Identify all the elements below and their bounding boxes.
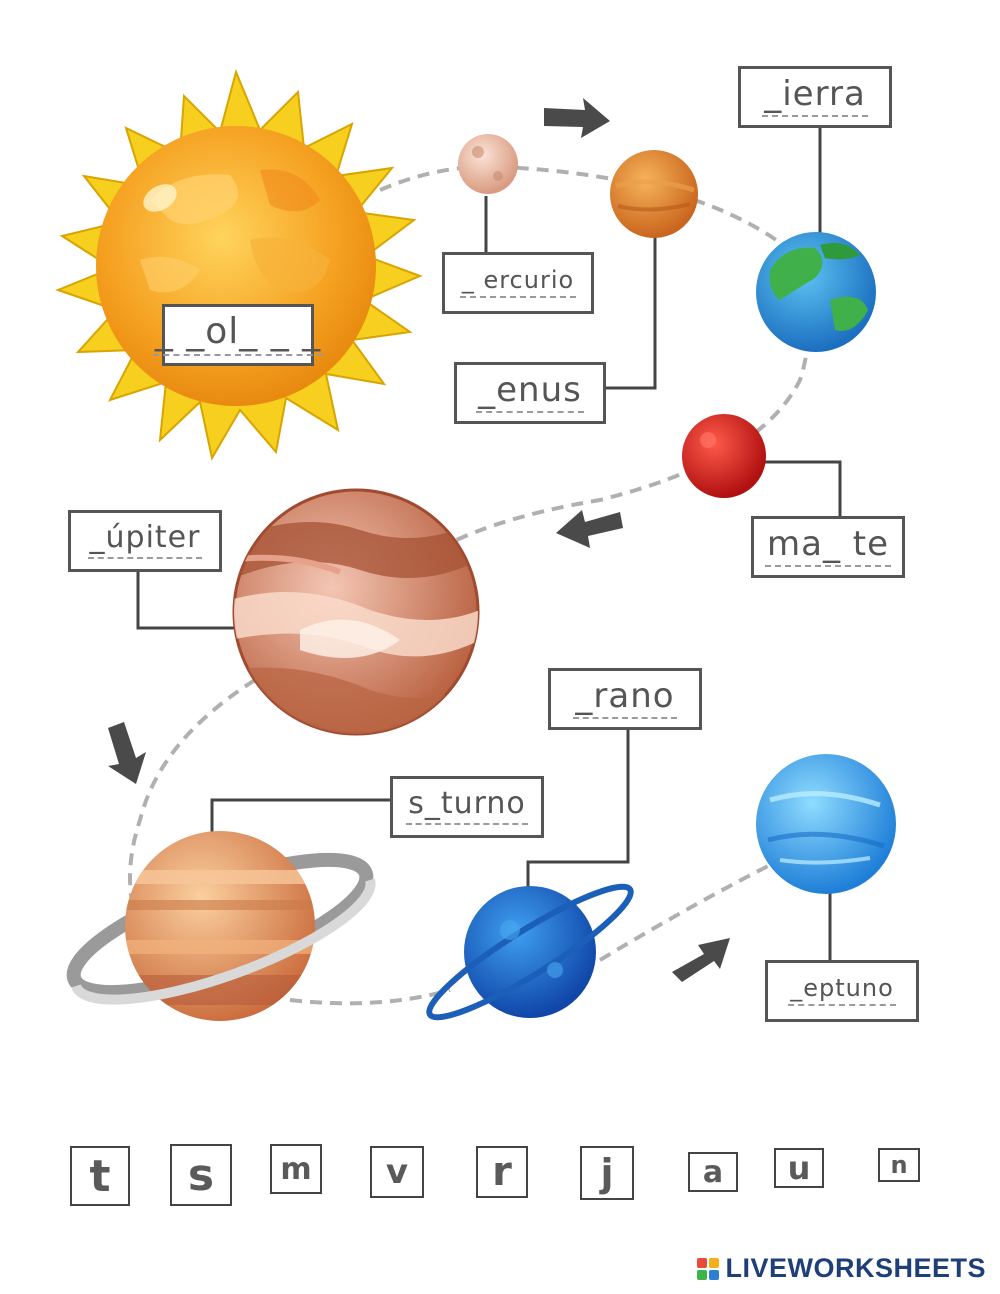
venus-planet	[610, 150, 698, 238]
label-tierra[interactable]: _ierra	[738, 66, 892, 128]
letter-tile-r[interactable]: r	[476, 1146, 528, 1198]
label-saturno[interactable]: s_turno	[390, 776, 544, 838]
neptune-planet	[756, 754, 896, 894]
mercury-planet	[458, 134, 518, 194]
label-sol[interactable]: _ _ol_ _ _	[152, 304, 324, 366]
uranus-planet	[426, 883, 634, 1021]
label-neptuno-text: _eptuno	[788, 976, 896, 1006]
label-urano[interactable]: _rano	[548, 668, 702, 730]
letter-tile-a[interactable]: a	[688, 1152, 738, 1192]
label-saturno-text: s_turno	[406, 789, 528, 825]
label-venus-text: _enus	[476, 373, 584, 413]
brand-name: LIVEWORKSHEETS	[725, 1253, 986, 1283]
label-jupiter[interactable]: _úpiter	[68, 510, 222, 572]
orbit-path	[379, 164, 810, 562]
saturn-planet	[66, 831, 376, 1021]
arrow-right-icon	[544, 98, 610, 138]
letter-tile-v[interactable]: v	[370, 1146, 424, 1198]
liveworksheets-logo-icon	[697, 1257, 720, 1280]
arrow-up-right-icon	[672, 938, 730, 982]
jupiter-planet	[232, 488, 480, 736]
label-urano-text: _rano	[573, 679, 677, 719]
sun-planet	[55, 68, 423, 461]
arrow-down-icon	[108, 722, 146, 784]
letter-tile-j[interactable]: j	[580, 1146, 634, 1200]
letter-tile-m[interactable]: m	[270, 1144, 322, 1194]
liveworksheets-logo[interactable]: LIVEWORKSHEETS	[697, 1253, 986, 1284]
label-mercurio-text: _ ercurio	[459, 268, 577, 298]
label-tierra-text: _ierra	[762, 77, 868, 117]
letter-tile-u[interactable]: u	[774, 1148, 824, 1188]
label-jupiter-text: _úpiter	[87, 523, 203, 559]
label-mercurio[interactable]: _ ercurio	[442, 252, 594, 314]
letter-tile-n[interactable]: n	[878, 1148, 920, 1182]
label-neptuno[interactable]: _eptuno	[765, 960, 919, 1022]
letter-tile-t[interactable]: t	[70, 1146, 130, 1206]
label-venus[interactable]: _enus	[454, 362, 606, 424]
mars-planet	[682, 414, 766, 498]
arrow-left-icon	[556, 510, 623, 548]
label-sol-text: _ _ol_ _ _	[152, 314, 324, 356]
letter-tile-s[interactable]: s	[170, 1144, 232, 1206]
label-marte[interactable]: ma_ te	[751, 516, 905, 578]
label-marte-text: ma_ te	[764, 527, 891, 567]
